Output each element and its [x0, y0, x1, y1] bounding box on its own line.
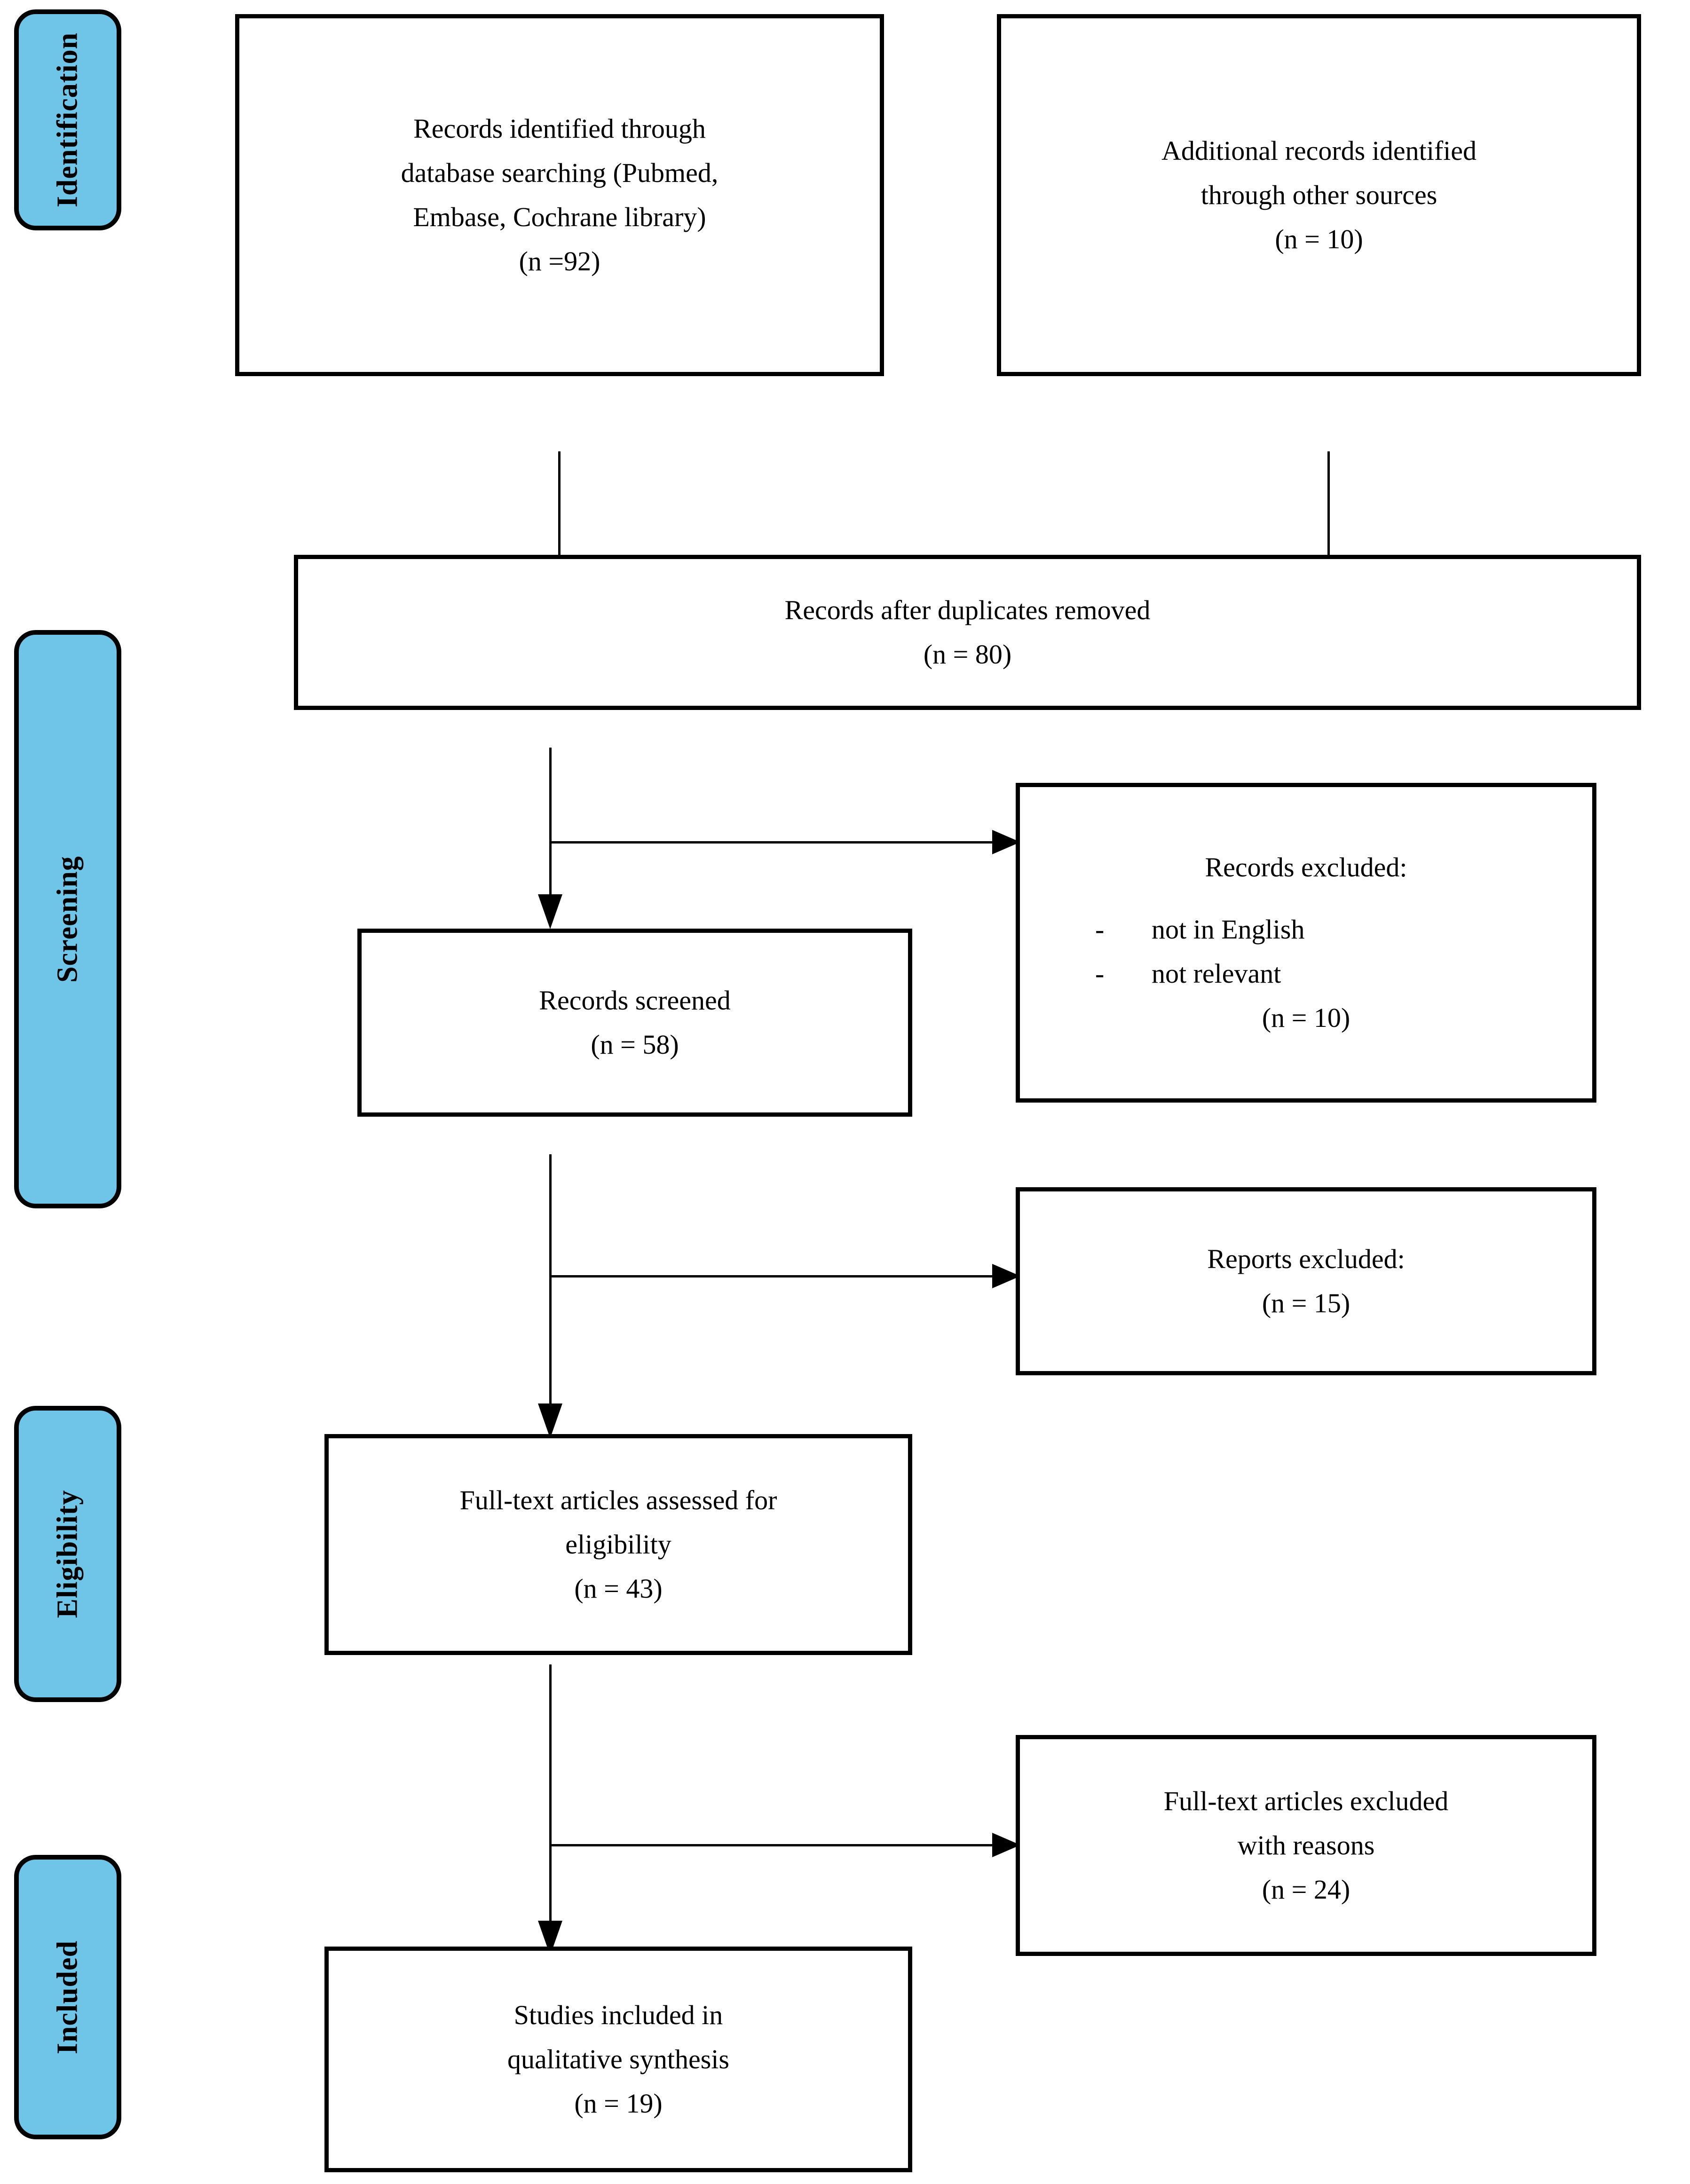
- db-search-line-2: database searching (Pubmed,: [401, 158, 719, 189]
- box-additional-records-other-sources: Additional records identified through ot…: [997, 14, 1641, 376]
- fulltext-assessed-line-1: Full-text articles assessed for: [459, 1485, 777, 1516]
- bullet-marker-2: -: [1095, 958, 1105, 989]
- connector-duplicates-to-records-excluded-line: [549, 841, 1016, 844]
- duplicates-count: (n = 80): [923, 639, 1012, 670]
- connector-fulltext-to-studies-line: [549, 1664, 552, 1928]
- connector-screened-to-reports-excluded-line: [549, 1275, 1016, 1277]
- records-excluded-bullet-1: - not in English: [1020, 907, 1592, 952]
- stage-label-screening: Screening: [51, 856, 84, 983]
- box-records-after-duplicates-removed: Records after duplicates removed (n = 80…: [294, 555, 1641, 710]
- other-sources-line-2: through other sources: [1200, 180, 1437, 211]
- fulltext-assessed-count: (n = 43): [574, 1573, 663, 1604]
- connector-other-sources-to-duplicates-line: [1327, 451, 1330, 581]
- fulltext-excluded-line-1: Full-text articles excluded: [1163, 1786, 1449, 1817]
- fulltext-assessed-line-2: eligibility: [565, 1529, 671, 1560]
- fulltext-excluded-count: (n = 24): [1262, 1874, 1350, 1905]
- stage-label-identification: Identification: [51, 32, 84, 208]
- stage-bar-identification: Identification: [14, 9, 121, 230]
- connector-duplicates-to-screened-arrowhead: [538, 894, 562, 929]
- connector-duplicates-to-screened-line: [549, 748, 552, 900]
- connector-db-search-to-duplicates-line: [558, 451, 561, 581]
- other-sources-count: (n = 10): [1275, 223, 1363, 254]
- studies-included-line-1: Studies included in: [513, 2000, 723, 2031]
- reports-excluded-line-1: Reports excluded:: [1207, 1244, 1405, 1275]
- box-fulltext-articles-assessed: Full-text articles assessed for eligibil…: [324, 1434, 912, 1655]
- studies-included-line-2: qualitative synthesis: [507, 2044, 729, 2075]
- stage-label-included: Included: [51, 1940, 84, 2054]
- connector-screened-to-fulltext-arrowhead: [538, 1403, 562, 1438]
- box-reports-excluded: Reports excluded: (n = 15): [1016, 1187, 1596, 1375]
- records-screened-line-1: Records screened: [539, 985, 731, 1016]
- other-sources-line-1: Additional records identified: [1161, 135, 1477, 166]
- stage-bar-included: Included: [14, 1855, 121, 2139]
- reports-excluded-count: (n = 15): [1262, 1288, 1350, 1318]
- records-excluded-bullet-2: - not relevant: [1020, 952, 1592, 996]
- records-excluded-title: Records excluded:: [1205, 852, 1407, 883]
- stage-label-eligibility: Eligibility: [51, 1490, 84, 1618]
- stage-bar-eligibility: Eligibility: [14, 1406, 121, 1702]
- bullet-marker-1: -: [1095, 914, 1105, 945]
- studies-included-count: (n = 19): [574, 2088, 663, 2119]
- fulltext-excluded-line-2: with reasons: [1237, 1830, 1375, 1861]
- stage-bar-screening: Screening: [14, 630, 121, 1208]
- box-studies-included: Studies included in qualitative synthesi…: [324, 1947, 912, 2172]
- records-screened-count: (n = 58): [591, 1029, 679, 1060]
- bullet-text-1: not in English: [1152, 914, 1305, 945]
- duplicates-line-1: Records after duplicates removed: [784, 595, 1151, 626]
- connector-screened-to-fulltext-line: [549, 1154, 552, 1411]
- box-records-excluded: Records excluded: - not in English - not…: [1016, 783, 1596, 1103]
- bullet-text-2: not relevant: [1152, 958, 1281, 989]
- db-search-count: (n =92): [519, 245, 600, 276]
- db-search-line-3: Embase, Cochrane library): [413, 202, 706, 232]
- records-excluded-count: (n = 10): [1262, 1002, 1350, 1033]
- connector-fulltext-to-fulltext-excluded-line: [549, 1844, 1016, 1846]
- db-search-line-1: Records identified through: [413, 113, 706, 144]
- box-fulltext-articles-excluded: Full-text articles excluded with reasons…: [1016, 1735, 1596, 1956]
- box-records-screened: Records screened (n = 58): [357, 929, 912, 1117]
- box-records-identified-database: Records identified through database sear…: [235, 14, 884, 376]
